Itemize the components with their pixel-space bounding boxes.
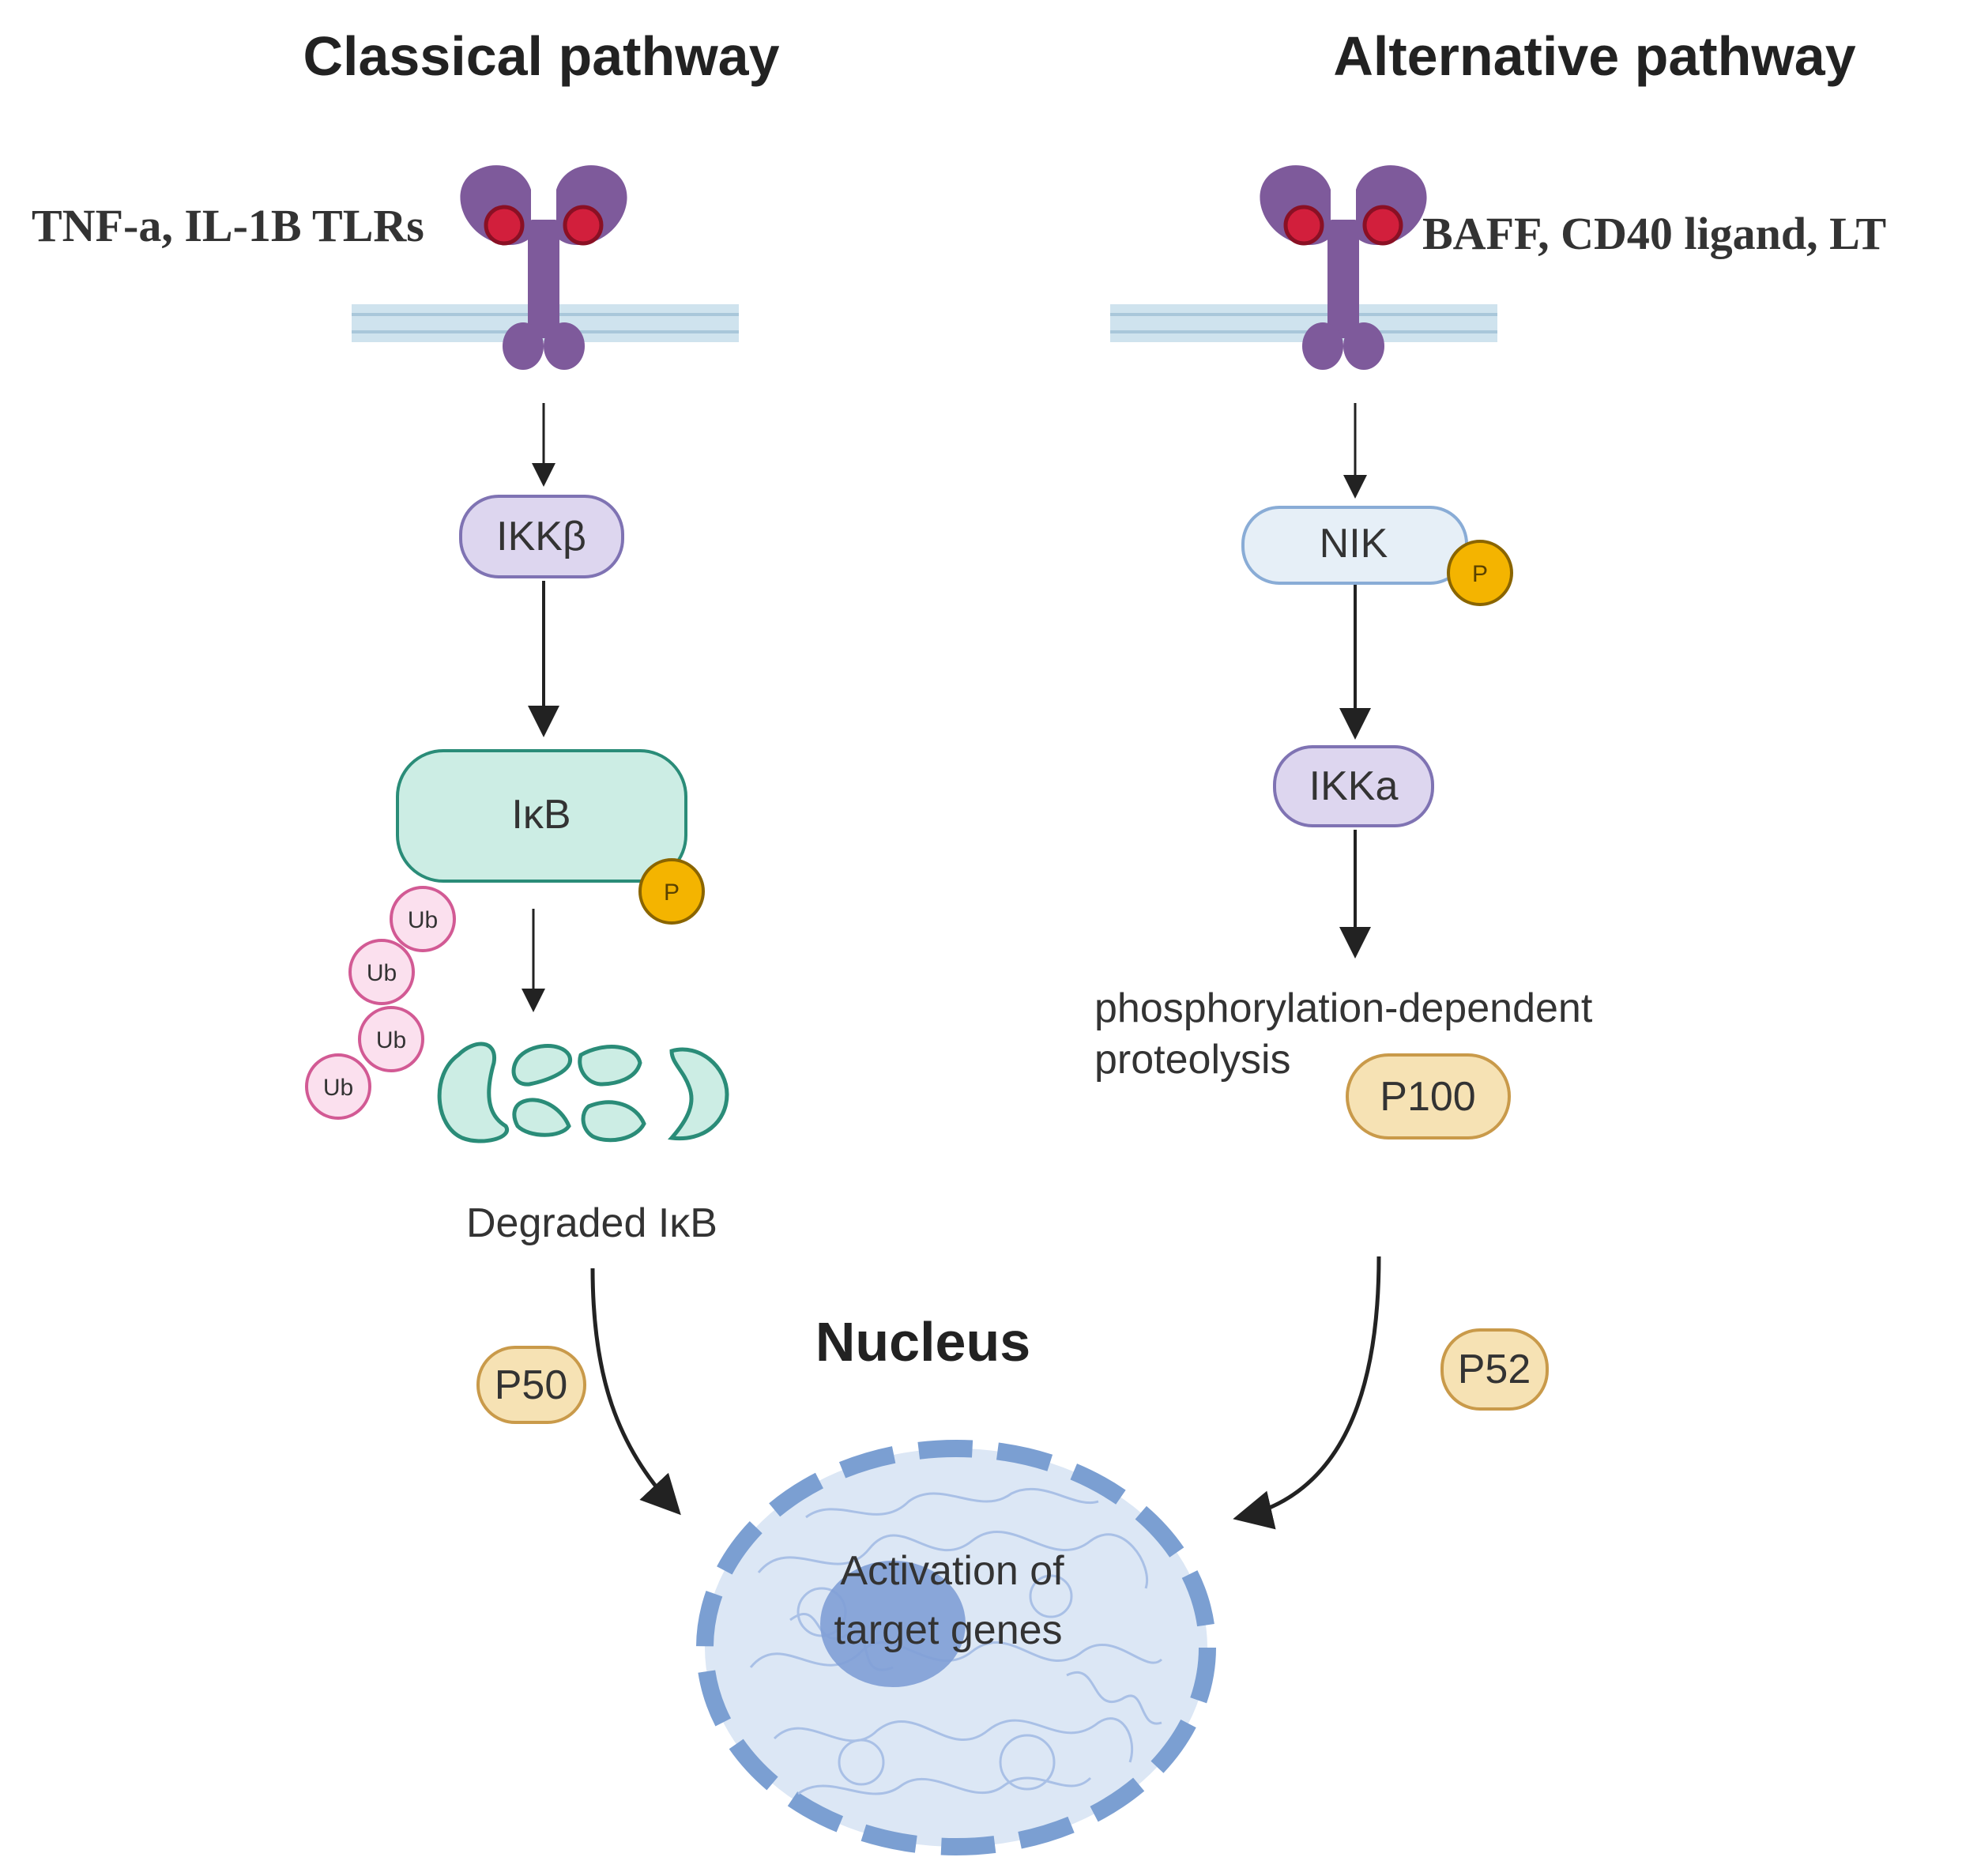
alternative-ligands-label: BAFF, CD40 ligand, LT <box>1422 208 1886 259</box>
nucleus-icon <box>696 1440 1216 1855</box>
nucleus-text-line2: target genes <box>834 1607 1062 1653</box>
nik-phospho-label: P <box>1472 561 1488 587</box>
arrow-classical-to-nucleus <box>590 1268 681 1516</box>
ikka-box <box>1273 745 1434 827</box>
ikb-phospho-icon <box>638 858 705 925</box>
ikb-phospho-label: P <box>664 880 680 906</box>
p52-box <box>1440 1328 1549 1411</box>
alternative-membrane <box>1110 304 1497 342</box>
proteolysis-label-line2: proteolysis <box>1094 1037 1291 1083</box>
nucleus-title: Nucleus <box>815 1311 1030 1373</box>
degraded-ikb-label: Degraded IκB <box>466 1200 717 1246</box>
ubiquitin-label: Ub <box>323 1075 353 1101</box>
ubiquitin-label: Ub <box>376 1027 406 1053</box>
arrow-alternative-to-nucleus <box>1233 1256 1381 1530</box>
ubiquitin-chain: Ub Ub Ub Ub <box>305 886 456 1120</box>
proteolysis-label-line1: phosphorylation-dependent <box>1094 985 1593 1031</box>
ubiquitin-icon <box>390 886 456 952</box>
ikka-label: IKKa <box>1309 763 1399 809</box>
ubiquitin-label: Ub <box>367 960 397 986</box>
alternative-pathway-title: Alternative pathway <box>1333 25 1855 87</box>
ubiquitin-icon <box>358 1006 424 1072</box>
degraded-ikb-fragments-icon <box>437 1042 729 1143</box>
classical-pathway-title: Classical pathway <box>303 25 779 87</box>
p100-box <box>1346 1053 1511 1140</box>
ikkb-label: IKKβ <box>496 514 586 559</box>
ikb-box <box>396 749 687 883</box>
p50-label: P50 <box>495 1362 568 1408</box>
ubiquitin-icon <box>348 939 415 1005</box>
ikkb-box <box>459 495 624 578</box>
nik-label: NIK <box>1320 521 1388 567</box>
nik-phospho-icon <box>1447 540 1513 606</box>
p50-box <box>476 1346 586 1424</box>
nucleus-text-line1: Activation of <box>840 1548 1064 1594</box>
p100-label: P100 <box>1380 1074 1475 1120</box>
classical-ligands-label: TNF-a, IL-1B TLRs <box>32 200 424 251</box>
ubiquitin-label: Ub <box>408 907 438 933</box>
p52-label: P52 <box>1458 1347 1531 1392</box>
ubiquitin-icon <box>305 1053 371 1120</box>
ikb-label: IκB <box>511 792 571 838</box>
